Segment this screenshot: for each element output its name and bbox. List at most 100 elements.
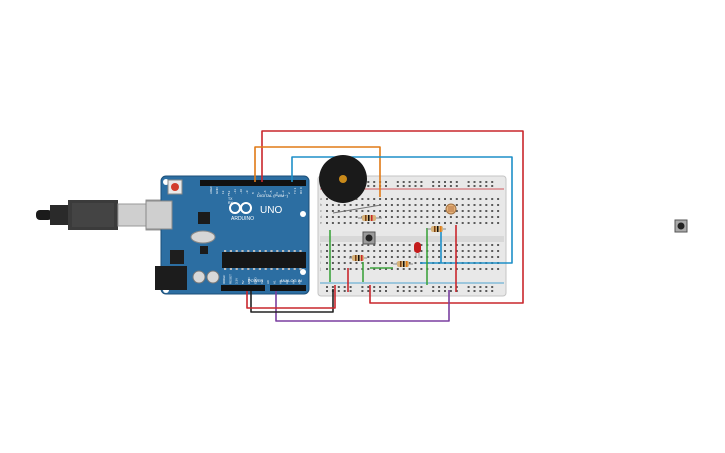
- breadboard-hole[interactable]: [355, 204, 358, 206]
- breadboard-hole[interactable]: [367, 185, 370, 187]
- breadboard-hole[interactable]: [349, 204, 352, 206]
- breadboard-hole[interactable]: [331, 250, 334, 252]
- breadboard-hole[interactable]: [367, 250, 370, 252]
- breadboard-hole[interactable]: [491, 198, 494, 200]
- breadboard-hole[interactable]: [491, 181, 494, 183]
- breadboard-hole[interactable]: [355, 210, 358, 212]
- arduino-board[interactable]: ARDUINO UNO DIGITAL (PWM~) POWER ANALOG …: [145, 175, 310, 295]
- breadboard-hole[interactable]: [444, 286, 446, 288]
- breadboard-hole[interactable]: [497, 222, 500, 224]
- breadboard-hole[interactable]: [467, 256, 470, 258]
- breadboard-hole[interactable]: [497, 256, 500, 258]
- breadboard-hole[interactable]: [449, 181, 452, 183]
- breadboard-hole[interactable]: [361, 198, 364, 200]
- breadboard-hole[interactable]: [379, 290, 382, 292]
- breadboard-hole[interactable]: [444, 185, 446, 187]
- breadboard-hole[interactable]: [420, 250, 423, 252]
- breadboard-hole[interactable]: [432, 290, 435, 292]
- breadboard-hole[interactable]: [385, 198, 387, 200]
- wire-blue[interactable]: [291, 156, 513, 264]
- breadboard-hole[interactable]: [326, 204, 328, 206]
- piezo-buzzer[interactable]: [319, 155, 367, 203]
- breadboard-hole[interactable]: [355, 250, 358, 252]
- breadboard-hole[interactable]: [479, 250, 482, 252]
- breadboard-hole[interactable]: [402, 250, 405, 252]
- breadboard-hole[interactable]: [337, 268, 340, 270]
- breadboard-hole[interactable]: [385, 286, 387, 288]
- breadboard-hole[interactable]: [444, 216, 446, 218]
- breadboard-hole[interactable]: [491, 256, 494, 258]
- breadboard-hole[interactable]: [373, 256, 376, 258]
- breadboard-hole[interactable]: [426, 216, 429, 218]
- resistor-2[interactable]: [427, 226, 446, 232]
- breadboard-hole[interactable]: [485, 290, 488, 292]
- breadboard-hole[interactable]: [479, 290, 482, 292]
- wire-orange[interactable]: [254, 146, 381, 197]
- breadboard-hole[interactable]: [367, 210, 370, 212]
- breadboard-hole[interactable]: [402, 216, 405, 218]
- breadboard-hole[interactable]: [467, 286, 470, 288]
- breadboard-hole[interactable]: [473, 290, 476, 292]
- breadboard-hole[interactable]: [420, 286, 423, 288]
- breadboard-hole[interactable]: [420, 290, 423, 292]
- breadboard-hole[interactable]: [349, 262, 352, 264]
- breadboard-hole[interactable]: [455, 198, 458, 200]
- breadboard-hole[interactable]: [444, 198, 446, 200]
- breadboard-hole[interactable]: [385, 185, 387, 187]
- breadboard-hole[interactable]: [396, 198, 399, 200]
- breadboard-hole[interactable]: [373, 181, 376, 183]
- breadboard-hole[interactable]: [414, 290, 417, 292]
- breadboard-hole[interactable]: [390, 216, 393, 218]
- breadboard-hole[interactable]: [408, 268, 411, 270]
- breadboard-hole[interactable]: [438, 290, 441, 292]
- breadboard-hole[interactable]: [367, 244, 370, 246]
- breadboard-hole[interactable]: [438, 210, 441, 212]
- breadboard-hole[interactable]: [449, 290, 452, 292]
- breadboard-hole[interactable]: [455, 185, 458, 187]
- breadboard-hole[interactable]: [343, 268, 346, 270]
- breadboard-hole[interactable]: [331, 210, 334, 212]
- breadboard-hole[interactable]: [385, 290, 387, 292]
- breadboard-hole[interactable]: [349, 256, 352, 258]
- breadboard-hole[interactable]: [402, 268, 405, 270]
- breadboard-hole[interactable]: [479, 181, 482, 183]
- breadboard-hole[interactable]: [396, 222, 399, 224]
- breadboard-hole[interactable]: [408, 250, 411, 252]
- breadboard-hole[interactable]: [479, 286, 482, 288]
- breadboard-hole[interactable]: [373, 204, 376, 206]
- wire-black[interactable]: [250, 289, 334, 313]
- breadboard-hole[interactable]: [408, 222, 411, 224]
- breadboard-hole[interactable]: [426, 204, 429, 206]
- breadboard-hole[interactable]: [485, 256, 488, 258]
- breadboard-hole[interactable]: [432, 256, 435, 258]
- breadboard-hole[interactable]: [361, 250, 364, 252]
- breadboard-hole[interactable]: [449, 286, 452, 288]
- breadboard-hole[interactable]: [331, 262, 334, 264]
- breadboard-hole[interactable]: [373, 210, 376, 212]
- breadboard-hole[interactable]: [432, 286, 435, 288]
- breadboard-hole[interactable]: [473, 250, 476, 252]
- breadboard-hole[interactable]: [432, 244, 435, 246]
- breadboard-hole[interactable]: [408, 185, 411, 187]
- breadboard-hole[interactable]: [367, 256, 370, 258]
- breadboard-hole[interactable]: [473, 204, 476, 206]
- breadboard-hole[interactable]: [461, 256, 464, 258]
- breadboard-hole[interactable]: [379, 244, 382, 246]
- breadboard-hole[interactable]: [485, 250, 488, 252]
- breadboard-hole[interactable]: [438, 286, 441, 288]
- breadboard-hole[interactable]: [491, 290, 494, 292]
- resistor-3[interactable]: [349, 255, 367, 261]
- breadboard-hole[interactable]: [402, 256, 405, 258]
- breadboard-hole[interactable]: [479, 244, 482, 246]
- breadboard-hole[interactable]: [491, 204, 494, 206]
- breadboard-hole[interactable]: [396, 290, 399, 292]
- breadboard-hole[interactable]: [414, 268, 417, 270]
- breadboard-hole[interactable]: [349, 210, 352, 212]
- wire-red-top[interactable]: [261, 130, 524, 304]
- breadboard-hole[interactable]: [396, 250, 399, 252]
- breadboard-hole[interactable]: [444, 181, 446, 183]
- breadboard-hole[interactable]: [438, 222, 441, 224]
- breadboard-hole[interactable]: [349, 268, 352, 270]
- breadboard-hole[interactable]: [373, 222, 376, 224]
